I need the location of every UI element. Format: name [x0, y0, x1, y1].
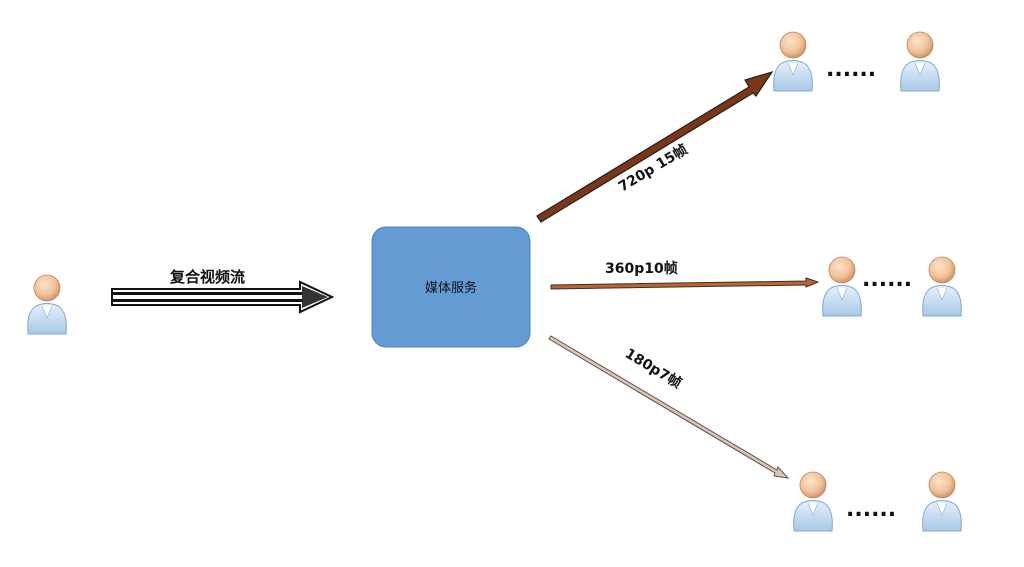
receiver-user-icon	[822, 256, 862, 317]
receiver-user-icon	[900, 31, 940, 92]
receiver-user-icon	[773, 31, 813, 92]
receiver-ellipsis: ......	[862, 267, 912, 292]
source-stream-label: 复合视频流	[169, 268, 245, 286]
stream-180p-arrow-icon	[548, 335, 790, 479]
stream-360p-label: 360p10帧	[605, 260, 678, 277]
stream-720p-arrow-icon	[536, 70, 774, 223]
stream-360p-arrow-icon	[550, 277, 820, 290]
receiver-user-icon	[793, 471, 833, 532]
receiver-user-icon	[922, 471, 962, 532]
receiver-ellipsis: ......	[846, 497, 896, 522]
media-service-box[interactable]	[371, 226, 531, 348]
receiver-user-icon	[922, 256, 962, 317]
input-stream-arrow-icon	[111, 280, 335, 314]
source-user-icon	[27, 274, 67, 335]
receiver-ellipsis: ......	[826, 57, 876, 82]
media-service-label: 媒体服务	[425, 280, 477, 296]
